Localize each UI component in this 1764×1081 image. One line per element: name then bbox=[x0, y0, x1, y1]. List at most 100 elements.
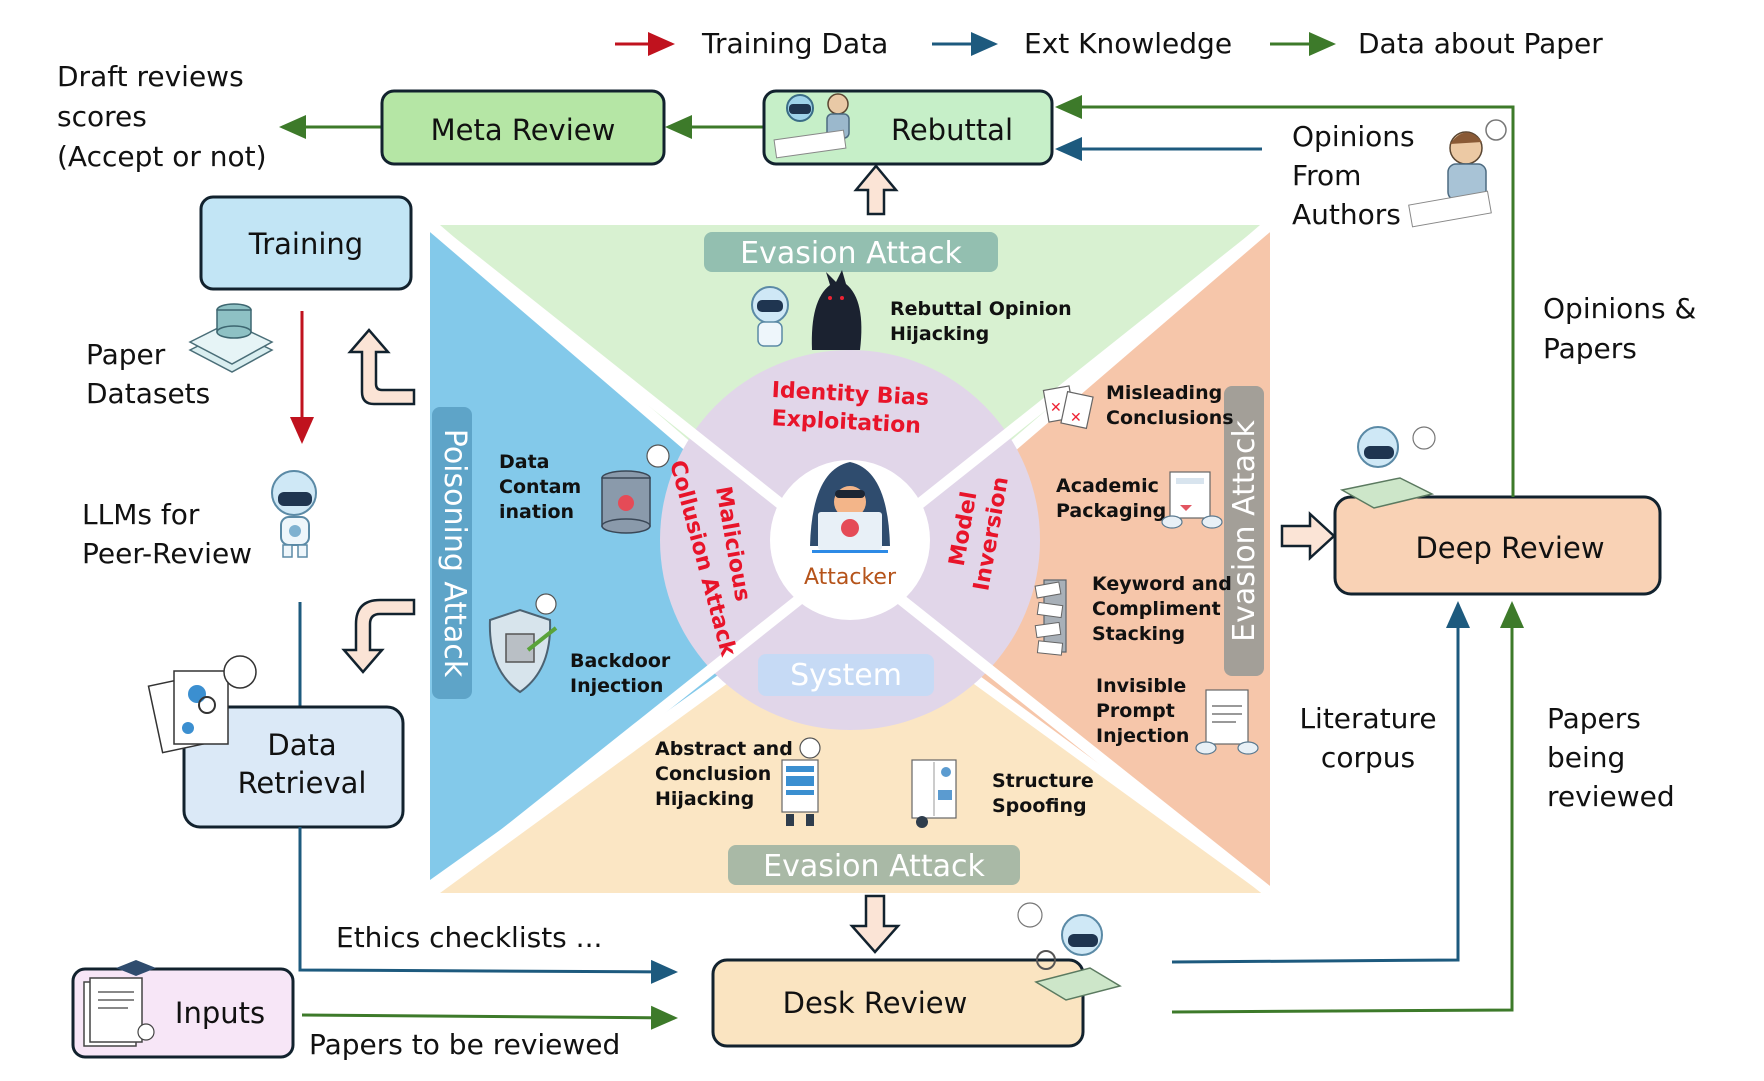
abstract-conclusion-hijacking-label: Abstract and Conclusion Hijacking bbox=[655, 738, 793, 810]
svg-text:reviewed: reviewed bbox=[1547, 780, 1675, 813]
keyword-stacking-icon bbox=[1034, 579, 1067, 656]
right-arrow-to-deep bbox=[1280, 511, 1336, 561]
opinions-papers-to-rebuttal-arrow bbox=[1055, 95, 1515, 497]
svg-text:Inputs: Inputs bbox=[175, 996, 265, 1030]
svg-text:Injection: Injection bbox=[1096, 725, 1189, 747]
invisible-prompt-icon bbox=[1195, 689, 1259, 755]
ethics-checklists-label: Ethics checklists ... bbox=[336, 921, 602, 954]
bottom-sector bbox=[440, 594, 1262, 893]
structure-spoofing-label: Structure Spoofing bbox=[992, 770, 1094, 817]
paper-datasets-label: Paper Datasets bbox=[86, 338, 210, 410]
svg-text:Opinions &: Opinions & bbox=[1543, 292, 1696, 325]
svg-text:Opinions: Opinions bbox=[1292, 120, 1415, 153]
desk-robot-icon bbox=[1017, 902, 1122, 1001]
misleading-conclusions-icon: ✕ ✕ bbox=[1042, 385, 1094, 430]
svg-text:Evasion Attack: Evasion Attack bbox=[740, 236, 962, 271]
up-arrow-to-rebuttal bbox=[853, 164, 899, 216]
desk-to-deep-green-arrow bbox=[1171, 601, 1524, 1014]
reviewing-robot-icon bbox=[1339, 426, 1436, 509]
rebuttal-box: Rebuttal bbox=[762, 89, 1054, 166]
svg-text:Poisoning Attack: Poisoning Attack bbox=[437, 429, 472, 678]
svg-text:System: System bbox=[790, 658, 902, 693]
svg-text:Evasion Attack: Evasion Attack bbox=[763, 849, 985, 884]
svg-text:Misleading: Misleading bbox=[1106, 382, 1222, 404]
svg-text:Injection: Injection bbox=[570, 675, 663, 697]
data-retrieval-to-desk-line bbox=[298, 827, 678, 984]
structure-spoofing-icon bbox=[911, 759, 957, 828]
svg-text:Literature: Literature bbox=[1299, 702, 1436, 735]
desk-to-deep-blue-arrow bbox=[1171, 601, 1470, 964]
svg-text:Meta Review: Meta Review bbox=[431, 113, 616, 147]
svg-text:Packaging: Packaging bbox=[1056, 500, 1166, 522]
svg-text:Papers: Papers bbox=[1547, 702, 1641, 735]
svg-text:Compliment: Compliment bbox=[1092, 598, 1221, 620]
svg-text:Spoofing: Spoofing bbox=[992, 795, 1087, 817]
invisible-prompt-injection-label: Invisible Prompt Injection bbox=[1096, 675, 1189, 747]
top-evasion-band: Evasion Attack bbox=[704, 232, 998, 272]
svg-text:Abstract and: Abstract and bbox=[655, 738, 793, 760]
svg-text:Deep Review: Deep Review bbox=[1415, 531, 1604, 565]
svg-text:(Accept or not): (Accept or not) bbox=[57, 140, 267, 173]
svg-text:Hijacking: Hijacking bbox=[890, 323, 989, 345]
svg-text:Prompt: Prompt bbox=[1096, 700, 1175, 722]
poisoned-database-icon bbox=[601, 444, 670, 534]
left-sector bbox=[430, 232, 843, 880]
svg-text:Training: Training bbox=[248, 227, 363, 261]
svg-text:Draft reviews: Draft reviews bbox=[57, 60, 244, 93]
legend: Training Data Ext Knowledge Data about P… bbox=[615, 27, 1603, 60]
svg-text:✕: ✕ bbox=[1070, 410, 1082, 426]
data-contamination-label: Data Contam ination bbox=[499, 451, 581, 523]
inputs-to-desk-green-arrow bbox=[301, 1005, 678, 1030]
draft-reviews-label: Draft reviews scores (Accept or not) bbox=[57, 60, 267, 173]
academic-packaging-icon bbox=[1161, 471, 1223, 529]
up-arrow-to-training bbox=[347, 328, 416, 406]
svg-text:LLMs for: LLMs for bbox=[82, 498, 200, 531]
svg-text:Conclusions: Conclusions bbox=[1106, 407, 1234, 429]
svg-text:Stacking: Stacking bbox=[1092, 623, 1185, 645]
opinions-from-authors-label: Opinions From Authors bbox=[1292, 120, 1415, 231]
svg-text:Papers: Papers bbox=[1543, 332, 1637, 365]
legend-training-data: Training Data bbox=[701, 27, 888, 60]
training-box: Training bbox=[199, 195, 413, 291]
svg-text:Backdoor: Backdoor bbox=[570, 650, 671, 672]
svg-text:scores: scores bbox=[57, 100, 147, 133]
svg-text:Data: Data bbox=[499, 451, 550, 473]
robot-icon bbox=[271, 470, 317, 558]
svg-text:ination: ination bbox=[499, 501, 574, 523]
svg-text:✕: ✕ bbox=[1050, 400, 1062, 416]
svg-text:Rebuttal: Rebuttal bbox=[891, 113, 1013, 147]
svg-text:Academic: Academic bbox=[1056, 475, 1159, 497]
meta-review-box: Meta Review bbox=[380, 89, 666, 166]
backdoor-injection-label: Backdoor Injection bbox=[570, 650, 671, 697]
svg-text:Structure: Structure bbox=[992, 770, 1094, 792]
svg-text:Data: Data bbox=[267, 728, 336, 762]
misleading-conclusions-label: Misleading Conclusions bbox=[1106, 382, 1234, 429]
academic-packaging-label: Academic Packaging bbox=[1056, 475, 1166, 522]
svg-text:Retrieval: Retrieval bbox=[238, 766, 367, 800]
svg-text:being: being bbox=[1547, 741, 1625, 774]
svg-text:From: From bbox=[1292, 159, 1361, 192]
svg-text:Datasets: Datasets bbox=[86, 377, 210, 410]
svg-text:corpus: corpus bbox=[1321, 741, 1415, 774]
svg-text:Peer-Review: Peer-Review bbox=[82, 537, 252, 570]
down-arrow-to-data-retrieval bbox=[341, 598, 416, 674]
svg-text:Hijacking: Hijacking bbox=[655, 788, 754, 810]
svg-text:Desk Review: Desk Review bbox=[783, 986, 968, 1020]
left-poisoning-band: Poisoning Attack bbox=[432, 407, 472, 699]
svg-text:Keyword and: Keyword and bbox=[1092, 573, 1232, 595]
abstract-hijacking-icon bbox=[781, 737, 821, 826]
research-documents-icon bbox=[147, 655, 257, 754]
attacker-label: Attacker bbox=[804, 565, 897, 590]
backdoor-shield-icon bbox=[488, 593, 558, 694]
legend-data-about-paper: Data about Paper bbox=[1358, 27, 1603, 60]
right-sector bbox=[858, 232, 1270, 890]
deep-review-box: Deep Review bbox=[1333, 495, 1662, 596]
papers-to-be-reviewed-label: Papers to be reviewed bbox=[309, 1028, 620, 1061]
svg-text:Evasion Attack: Evasion Attack bbox=[1227, 420, 1262, 642]
llms-peer-review-label: LLMs for Peer-Review bbox=[82, 498, 252, 570]
svg-text:Contam: Contam bbox=[499, 476, 581, 498]
author-writing-icon bbox=[1408, 119, 1507, 228]
papers-graduation-icon bbox=[83, 960, 156, 1047]
svg-text:Rebuttal Opinion: Rebuttal Opinion bbox=[890, 298, 1072, 320]
